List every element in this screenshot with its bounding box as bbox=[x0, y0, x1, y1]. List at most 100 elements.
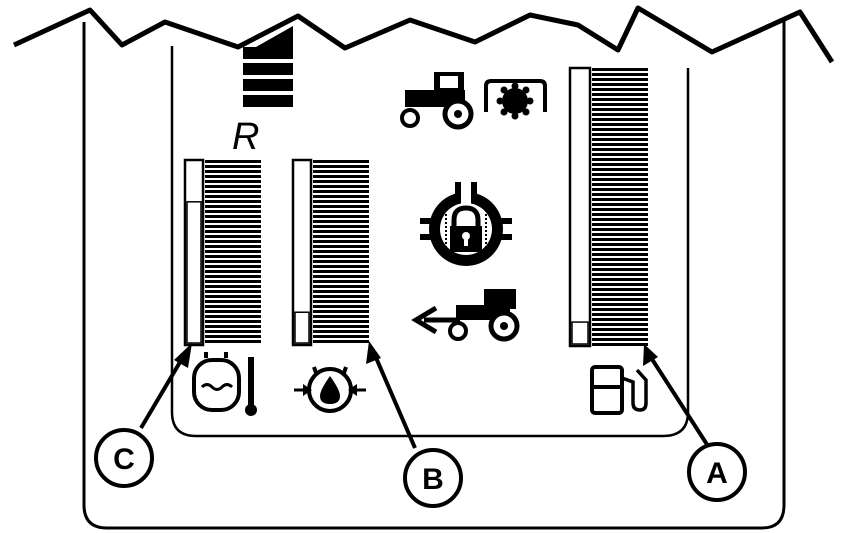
coolant-bar-segment bbox=[205, 235, 261, 238]
callout-b-label: B bbox=[422, 463, 444, 496]
coolant-bar-segment bbox=[205, 285, 261, 288]
coolant-bar-segment bbox=[205, 190, 261, 193]
fuel-bar-segment bbox=[592, 108, 648, 111]
coolant-bar-segment bbox=[205, 295, 261, 298]
coolant-bar-segment bbox=[205, 205, 261, 208]
coolant-bar-segment bbox=[205, 305, 261, 308]
fuel-bar-segment bbox=[592, 73, 648, 76]
coolant-bar-segment bbox=[205, 300, 261, 303]
coolant-bar-segment bbox=[205, 270, 261, 273]
coolant-bar-segment bbox=[205, 335, 261, 338]
oil-bar-segment bbox=[313, 265, 369, 268]
callout-a-label: A bbox=[706, 457, 728, 490]
leader-a bbox=[648, 354, 710, 448]
coolant-bar-segment bbox=[205, 225, 261, 228]
oil-bar-segment bbox=[313, 285, 369, 288]
fuel-bar-segment bbox=[592, 318, 648, 321]
coolant-bar-segment bbox=[205, 220, 261, 223]
callout-c: C bbox=[94, 428, 154, 488]
fuel-bar-segment bbox=[592, 213, 648, 216]
oil-bar-segment bbox=[313, 280, 369, 283]
fuel-bar-segment bbox=[592, 123, 648, 126]
oil-bar-segment bbox=[313, 305, 369, 308]
oil-bar-segment bbox=[313, 300, 369, 303]
fuel-bar-segment bbox=[592, 248, 648, 251]
fuel-bar-segment bbox=[592, 243, 648, 246]
coolant-bar-segment bbox=[205, 250, 261, 253]
engine-coolant-thermometer-icon bbox=[192, 352, 257, 416]
fuel-bar-segment bbox=[592, 68, 648, 71]
fuel-bar-segment bbox=[592, 188, 648, 191]
fuel-bar-segment bbox=[592, 193, 648, 196]
leader-b bbox=[372, 352, 417, 449]
oil-bar-segment bbox=[313, 220, 369, 223]
fuel-bar-segment bbox=[592, 238, 648, 241]
fuel-bar-segment bbox=[592, 313, 648, 316]
fuel-bar-segment bbox=[592, 273, 648, 276]
oil-bar-segment bbox=[313, 290, 369, 293]
coolant-bar-segment bbox=[205, 275, 261, 278]
coolant-bar-segment bbox=[205, 240, 261, 243]
fuel-bar-segment bbox=[592, 98, 648, 101]
fuel-bar-segment bbox=[592, 268, 648, 271]
fuel-bar-segment bbox=[592, 78, 648, 81]
oil-bar-segment bbox=[313, 275, 369, 278]
gear-block-indicator bbox=[243, 26, 293, 107]
coolant-bar-segment bbox=[205, 245, 261, 248]
fuel-bar-segment bbox=[592, 308, 648, 311]
oil-bar-segment bbox=[313, 225, 369, 228]
fuel-level-fill bbox=[571, 321, 589, 345]
coolant-bar-segment bbox=[205, 320, 261, 323]
coolant-bar-segment bbox=[205, 255, 261, 258]
fuel-bar-segment bbox=[592, 233, 648, 236]
fuel-level-track bbox=[568, 66, 592, 348]
fuel-bar-segment bbox=[592, 143, 648, 146]
arrowhead-b bbox=[366, 341, 381, 364]
oil-bar-segment bbox=[313, 335, 369, 338]
oil-bar-segment bbox=[313, 185, 369, 188]
fuel-bar-segment bbox=[592, 343, 648, 346]
oil-bar-segment bbox=[313, 260, 369, 263]
fuel-bar-segment bbox=[592, 338, 648, 341]
coolant-bar-segment bbox=[205, 230, 261, 233]
fuel-bar-segment bbox=[592, 128, 648, 131]
fuel-bar-segment bbox=[592, 153, 648, 156]
fuel-bar-segment bbox=[592, 288, 648, 291]
oil-bar-segment bbox=[313, 215, 369, 218]
fuel-bar-segment bbox=[592, 323, 648, 326]
arrowhead-c bbox=[174, 343, 192, 368]
callout-a: A bbox=[687, 442, 747, 502]
oil-bar-segment bbox=[313, 235, 369, 238]
fuel-bar-segment bbox=[592, 218, 648, 221]
oil-bar-segment bbox=[313, 195, 369, 198]
coolant-bar-segment bbox=[205, 215, 261, 218]
oil-bar-segment bbox=[313, 245, 369, 248]
oil-pressure-fill bbox=[294, 311, 310, 344]
arrowhead-a bbox=[643, 344, 658, 366]
coolant-bar-segment bbox=[205, 200, 261, 203]
coolant-bar-segment bbox=[205, 260, 261, 263]
oil-bar-segment bbox=[313, 160, 369, 163]
fuel-bar-segment bbox=[592, 103, 648, 106]
coolant-bar-segment bbox=[205, 210, 261, 213]
fuel-bar-segment bbox=[592, 173, 648, 176]
oil-pressure-gauge bbox=[291, 158, 369, 347]
coolant-bar-segment bbox=[205, 315, 261, 318]
oil-bar-segment bbox=[313, 180, 369, 183]
oil-pressure-track bbox=[291, 158, 313, 347]
oil-bar-segment bbox=[313, 270, 369, 273]
fuel-bar-segment bbox=[592, 163, 648, 166]
coolant-bar-segment bbox=[205, 195, 261, 198]
oil-bar-segment bbox=[313, 170, 369, 173]
fuel-bar-segment bbox=[592, 113, 648, 116]
oil-bar-segment bbox=[313, 210, 369, 213]
coolant-bar-segment bbox=[205, 185, 261, 188]
callout-c-label: C bbox=[113, 443, 135, 476]
fuel-bar-segment bbox=[592, 328, 648, 331]
fuel-bar-segment bbox=[592, 93, 648, 96]
tractor-pto-icon bbox=[400, 72, 547, 130]
oil-bar-segment bbox=[313, 250, 369, 253]
callout-leaders bbox=[139, 341, 710, 449]
